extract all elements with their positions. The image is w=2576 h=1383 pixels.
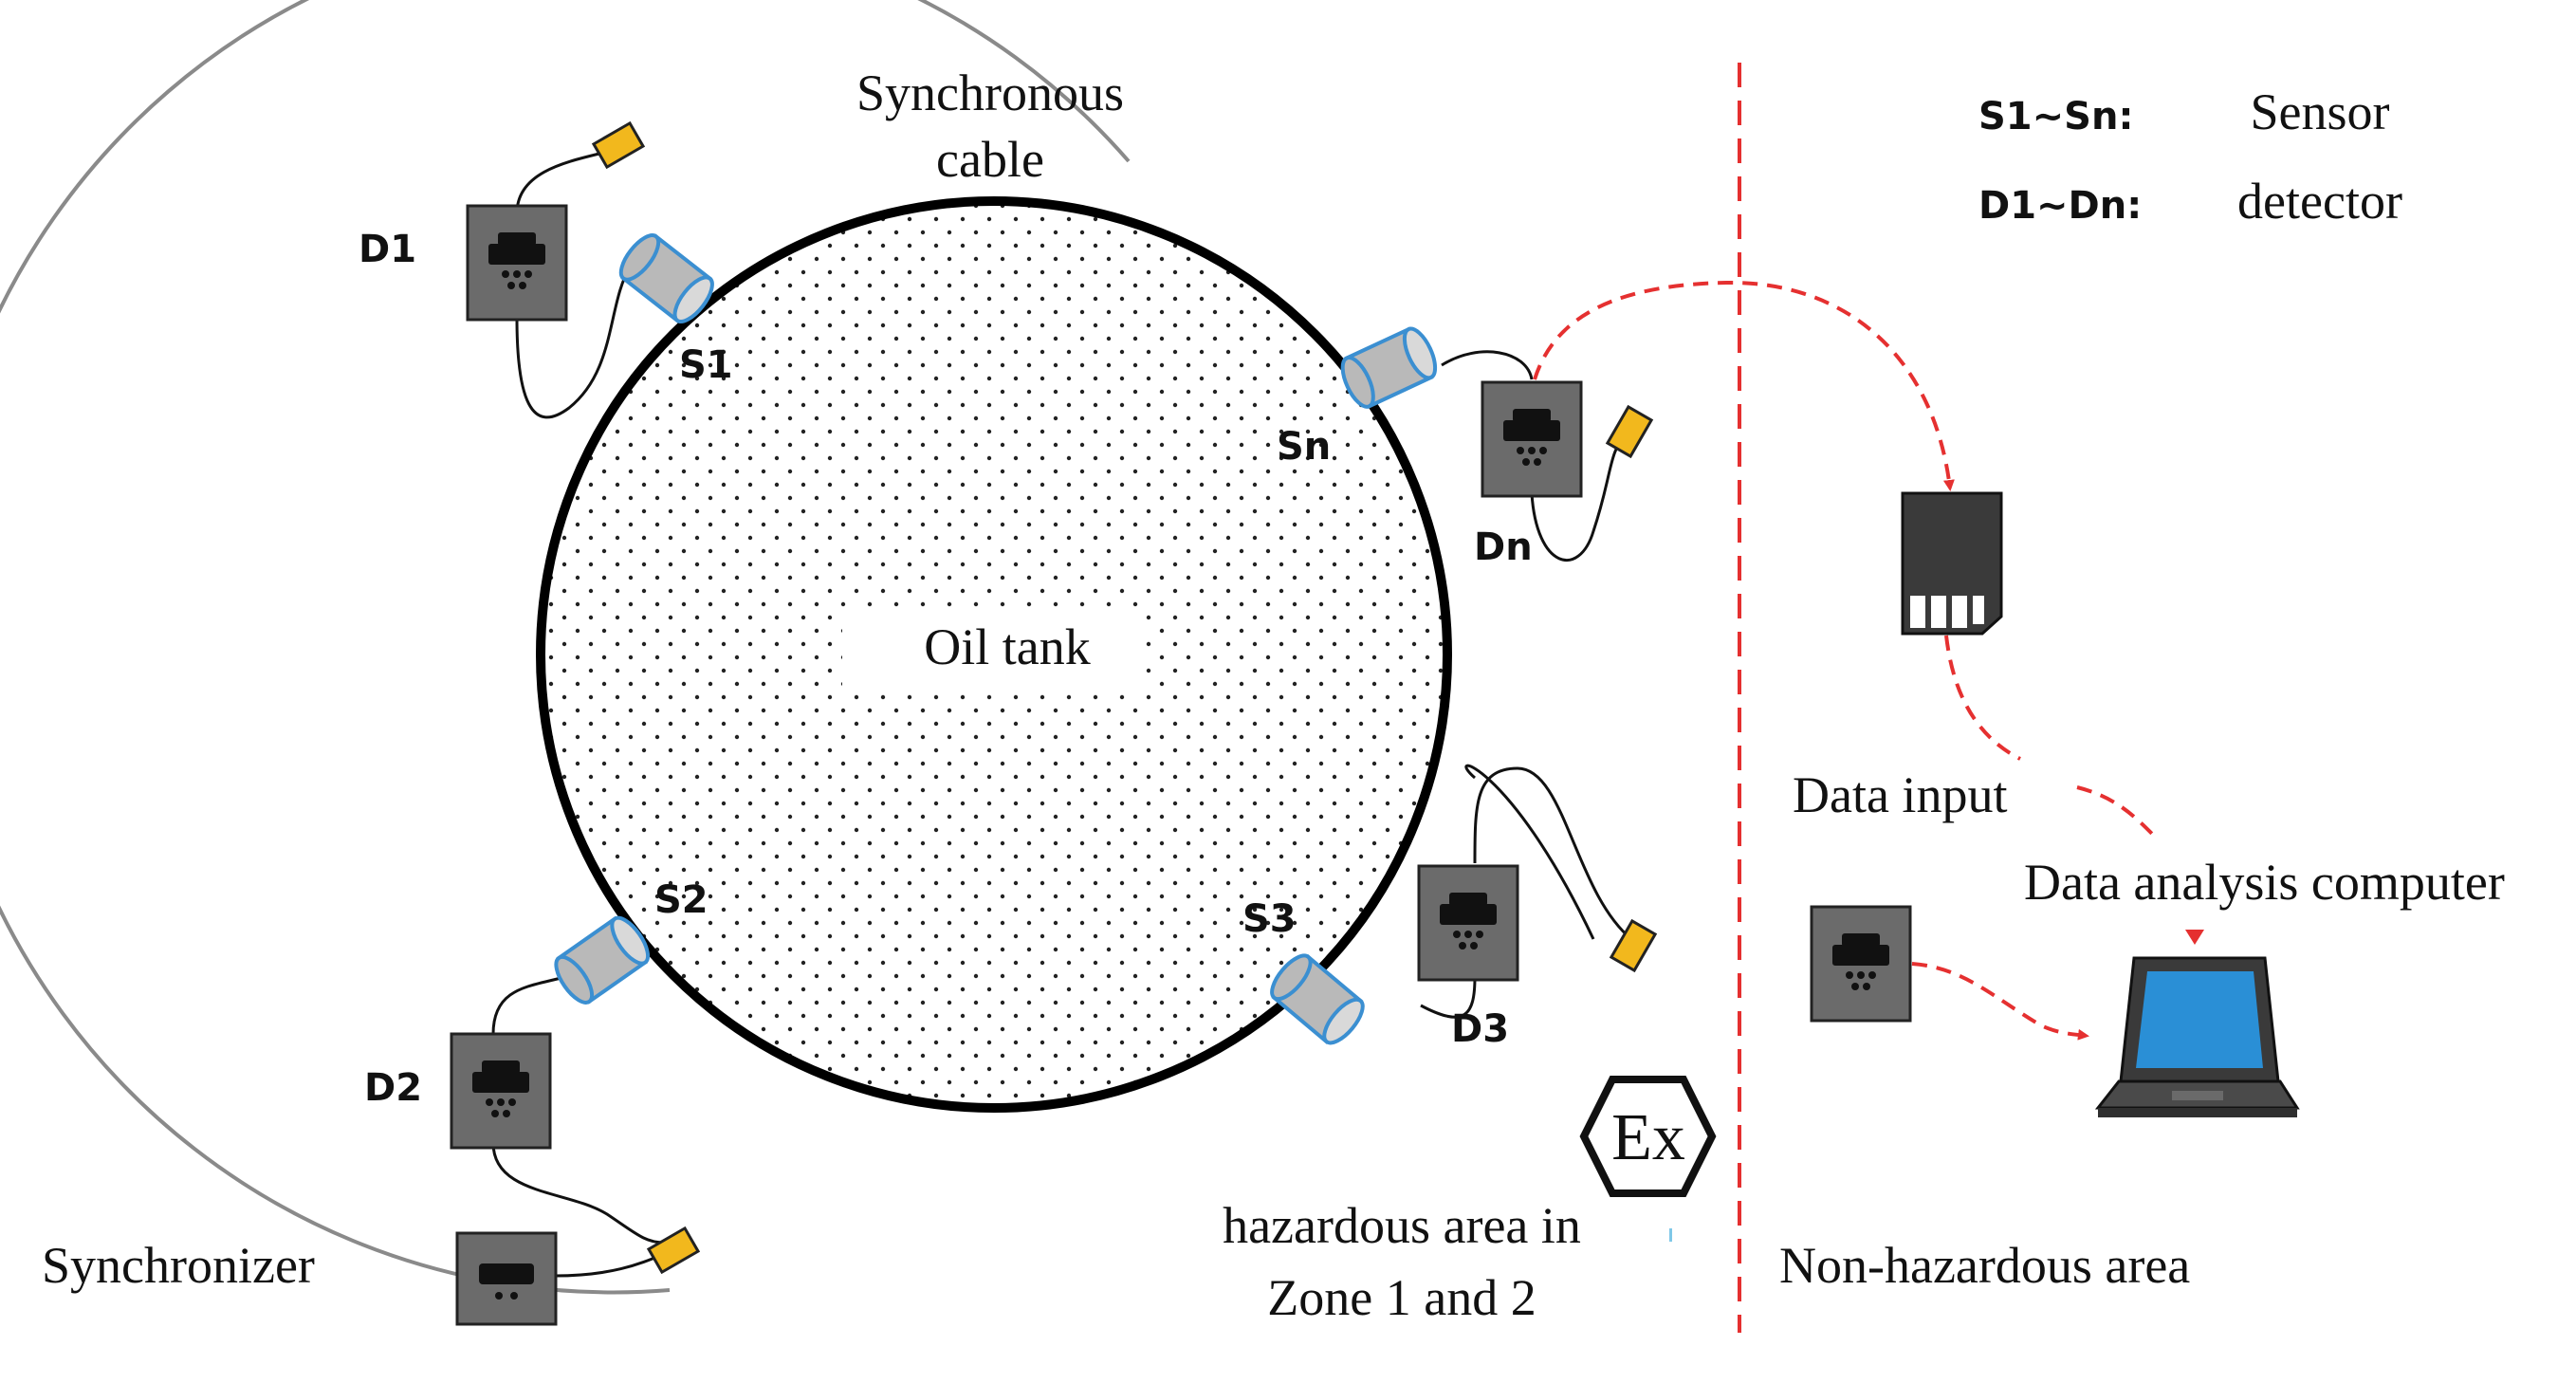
memory-card-icon — [1901, 491, 2003, 636]
laptop-icon — [2094, 956, 2300, 1117]
sensor-label-s1: S1 — [679, 343, 733, 387]
oil-tank — [536, 196, 1452, 1113]
computer-label: Data analysis computer — [2024, 854, 2505, 911]
legend-key: D1~Dn: — [1978, 184, 2142, 228]
data-input-link — [2076, 785, 2155, 837]
synchronizer-device — [455, 1231, 558, 1326]
cable-connector — [647, 1226, 700, 1274]
hazard-label-line2: Zone 1 and 2 — [1267, 1269, 1536, 1326]
oil-tank-label: Oil tank — [924, 618, 1090, 675]
detector-label-dn: Dn — [1474, 526, 1533, 569]
synchronizer-label: Synchronizer — [42, 1237, 315, 1294]
data-input-label: Data input — [1793, 766, 2007, 823]
cable-connector — [1606, 405, 1653, 458]
detector-d2 — [450, 1032, 552, 1150]
sensor-sn — [1334, 323, 1444, 414]
cable-label-line1: Synchronous — [856, 65, 1124, 121]
legend-value: Sensor — [2251, 83, 2390, 140]
sensor-label-s2: S2 — [654, 878, 708, 922]
hazard-label-line1: hazardous area in — [1223, 1197, 1581, 1254]
ex-hazard-icon: Ex — [1579, 1076, 1717, 1197]
cable-links — [491, 150, 1632, 1278]
legend: S1~Sn: Sensor D1~Dn: detector — [1978, 83, 2402, 230]
nonhazard-label: Non-hazardous area — [1779, 1237, 2190, 1294]
legend-key: S1~Sn: — [1978, 95, 2133, 138]
data-flow-arrow — [1533, 280, 1955, 491]
cable-connector — [592, 121, 645, 169]
computer-pointer-icon — [2185, 930, 2204, 945]
legend-value: detector — [2237, 173, 2402, 230]
detector-d1 — [466, 204, 568, 322]
sensor-label-sn: Sn — [1277, 425, 1331, 469]
detector-label-d3: D3 — [1451, 1007, 1509, 1051]
stray-mark — [1669, 1228, 1672, 1242]
detector-d3 — [1417, 864, 1519, 982]
data-input-link — [1944, 635, 2021, 761]
synchronous-cable — [0, 0, 1131, 1295]
detector-dn — [1481, 380, 1583, 498]
cable-label-line2: cable — [936, 131, 1044, 188]
cable-connector — [1610, 919, 1657, 972]
detector-local — [1810, 905, 1912, 1023]
sensor-label-s3: S3 — [1242, 897, 1297, 941]
detector-label-d2: D2 — [364, 1066, 422, 1110]
detector-label-d1: D1 — [359, 228, 416, 271]
ex-symbol: Ex — [1611, 1101, 1685, 1174]
detector-to-computer-arrow — [1911, 962, 2089, 1041]
